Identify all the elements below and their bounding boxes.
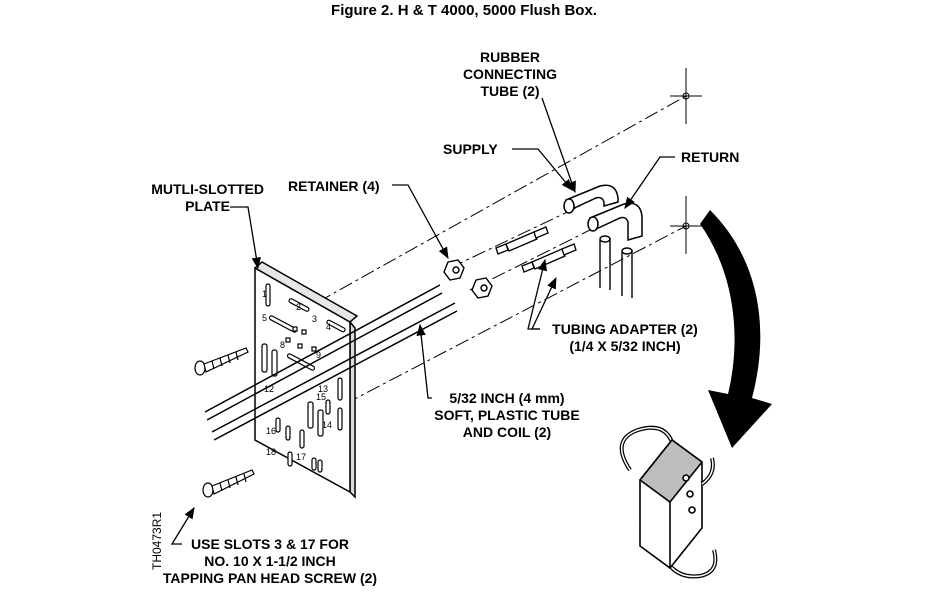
slot-number: 1: [262, 289, 267, 299]
leader-supply: [512, 148, 573, 191]
slot-number: 17: [296, 452, 306, 462]
multi-slotted-plate: [253, 261, 359, 499]
slot-number: 8: [280, 340, 285, 350]
slot-number: 16: [266, 426, 276, 436]
alignment-lines: [317, 95, 687, 405]
slot-number: 12: [264, 384, 274, 394]
alignment-line-supply: [449, 205, 581, 269]
coil-box-detail: [619, 425, 718, 579]
rotate-arrow-icon: [700, 210, 772, 448]
rubber-tube-supply: [563, 184, 619, 214]
slot-number: 13: [318, 384, 328, 394]
alignment-line-upper: [317, 95, 687, 303]
leader-adapter-lower: [530, 276, 557, 330]
figure-title: Figure 2. H & T 4000, 5000 Flush Box.: [331, 2, 597, 19]
rubber-tube-return: [587, 202, 643, 241]
alignment-line-lower: [344, 225, 687, 405]
screw-note-label: USE SLOTS 3 & 17 FOR NO. 10 X 1-1/2 INCH…: [162, 536, 378, 586]
retainer-lower: [471, 277, 493, 299]
tubing-adapter-upper: [495, 226, 549, 255]
slot-number: 2: [296, 302, 301, 312]
slot-number: 14: [322, 420, 332, 430]
plate-slot-numbers: 1 2 3 4 5 8 9 12 13 14 15 16 17 18: [262, 289, 332, 462]
leader-retainer: [392, 184, 449, 260]
coil-stubs: [599, 235, 633, 298]
crosshair-upper: [670, 68, 702, 124]
alignment-line-return: [469, 219, 611, 291]
slot-number: 3: [312, 314, 317, 324]
leader-plastic-tube: [416, 323, 432, 399]
retainer-label: RETAINER (4): [288, 178, 380, 194]
screw-lower: [202, 469, 255, 498]
rubber-tube-label: RUBBER CONNECTING TUBE (2): [462, 49, 558, 99]
return-label: RETURN: [681, 149, 740, 165]
slot-number: 5: [262, 313, 267, 323]
tubing-adapter-label: TUBING ADAPTER (2) (1/4 X 5/32 INCH): [552, 321, 698, 354]
plate-label: MUTLI-SLOTTED PLATE: [151, 181, 264, 214]
supply-label: SUPPLY: [443, 141, 498, 157]
leader-rubber-tube: [541, 97, 576, 194]
plastic-tube-label: 5/32 INCH (4 mm) SOFT, PLASTIC TUBE AND …: [434, 390, 580, 440]
slot-number: 18: [266, 447, 276, 457]
retainer-upper: [443, 259, 465, 281]
crosshair-lower: [670, 196, 702, 254]
leader-lines: [170, 97, 675, 545]
leader-screw: [170, 507, 195, 545]
slot-number: 15: [316, 392, 326, 402]
leader-return: [624, 156, 675, 209]
leader-plate: [230, 206, 261, 270]
slot-number: 9: [316, 350, 321, 360]
slot-number: 4: [326, 322, 331, 332]
drawing-code: TH0473R1: [150, 511, 164, 570]
screw-upper: [194, 347, 249, 376]
tubing-adapter-lower: [521, 243, 577, 273]
